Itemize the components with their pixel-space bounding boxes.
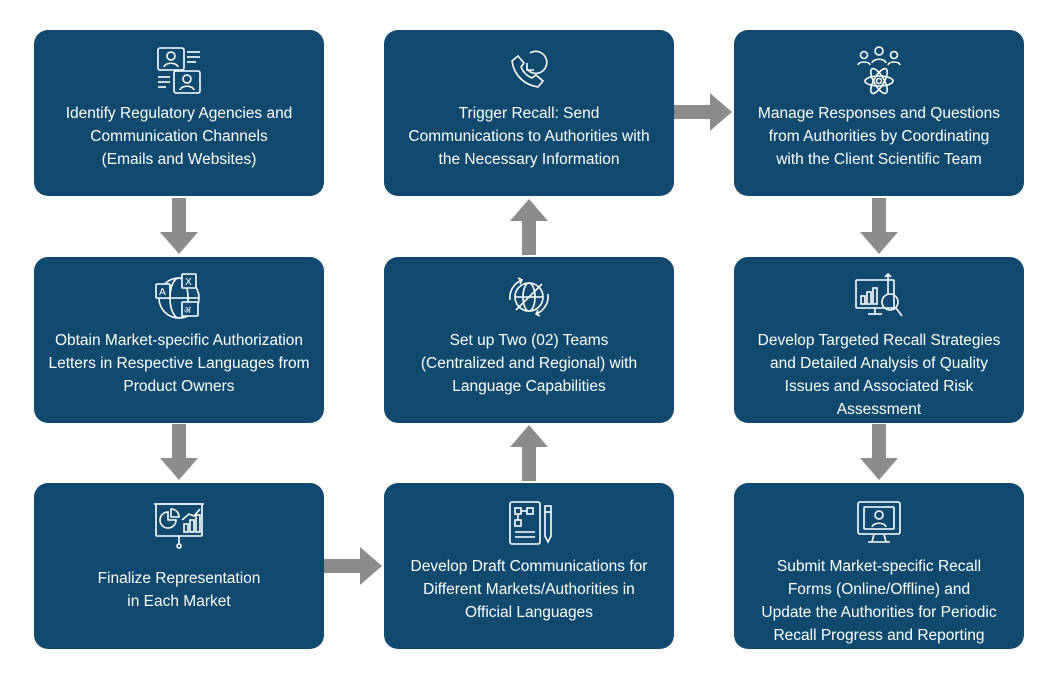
arrow-down-2	[160, 424, 198, 480]
step-box-identify-agencies: Identify Regulatory Agencies and Communi…	[34, 30, 324, 196]
presentation-board-icon	[151, 495, 207, 551]
step-label: Obtain Market-specific Authorization Let…	[48, 332, 310, 395]
svg-text:अ: अ	[184, 306, 192, 316]
step-box-finalize-representation: Finalize Representation in Each Market	[34, 483, 324, 649]
arrow-down-3	[860, 198, 898, 254]
arrow-up-1	[510, 425, 548, 481]
step-label: Finalize Representation in Each Market	[97, 570, 261, 610]
step-box-draft-communications: Develop Draft Communications for Differe…	[384, 483, 674, 649]
step-box-authorization-letters: A X अ Obtain Market-specific Authorizati…	[34, 257, 324, 423]
video-call-users-icon	[151, 42, 207, 98]
arrow-down-4	[860, 424, 898, 480]
arrow-right-2	[674, 93, 732, 131]
arrow-right-1	[324, 547, 382, 585]
step-label: Submit Market-specific Recall Forms (Onl…	[761, 558, 997, 644]
step-box-manage-responses: Manage Responses and Questions from Auth…	[734, 30, 1024, 196]
svg-text:A: A	[159, 287, 166, 298]
document-pen-icon	[501, 495, 557, 551]
arrow-down-1	[160, 198, 198, 254]
step-label: Develop Targeted Recall Strategies and D…	[757, 332, 1001, 418]
step-box-trigger-recall: Trigger Recall: Send Communications to A…	[384, 30, 674, 196]
step-label: Develop Draft Communications for Differe…	[410, 558, 648, 621]
arrow-up-2	[510, 199, 548, 255]
step-label: Set up Two (02) Teams (Centralized and R…	[420, 332, 638, 395]
translation-globe-icon: A X अ	[151, 269, 207, 325]
phone-refresh-icon	[501, 42, 557, 98]
step-box-recall-strategies: Develop Targeted Recall Strategies and D…	[734, 257, 1024, 423]
step-label: Trigger Recall: Send Communications to A…	[408, 105, 650, 168]
step-label: Manage Responses and Questions from Auth…	[757, 105, 1001, 168]
step-box-submit-forms: Submit Market-specific Recall Forms (Onl…	[734, 483, 1024, 649]
monitor-user-icon	[851, 495, 907, 551]
globe-sync-icon	[501, 269, 557, 325]
team-science-icon	[851, 42, 907, 98]
analytics-magnifier-icon	[851, 269, 907, 325]
step-box-setup-teams: Set up Two (02) Teams (Centralized and R…	[384, 257, 674, 423]
svg-text:X: X	[185, 277, 192, 288]
step-label: Identify Regulatory Agencies and Communi…	[65, 105, 293, 168]
